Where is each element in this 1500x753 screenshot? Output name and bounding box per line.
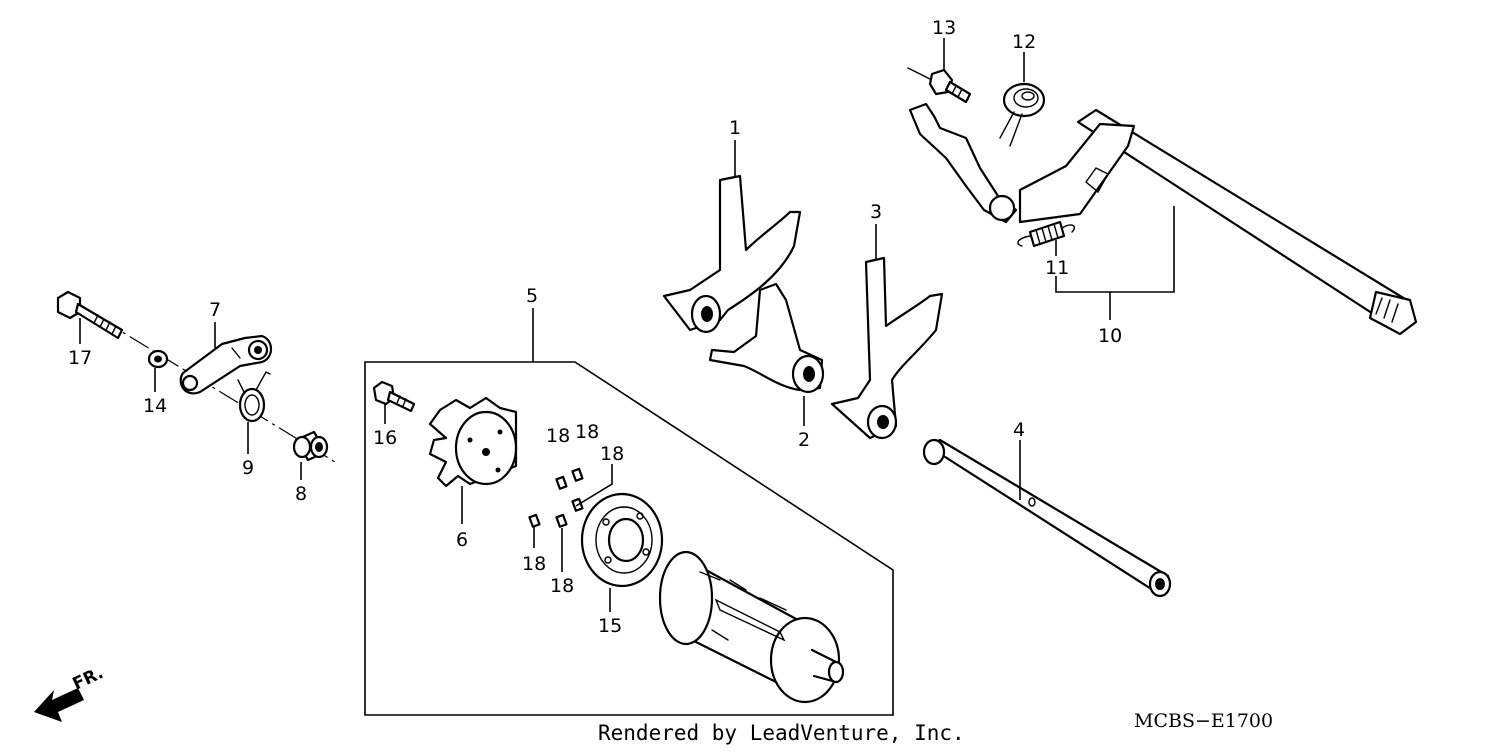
label-part-18c: 18 [600,443,624,465]
label-part-18a: 18 [546,425,570,447]
part-2-shift-fork[interactable] [708,282,825,394]
part-1-shift-fork[interactable] [662,174,802,334]
label-part-4: 4 [1013,419,1025,441]
label-part-18e: 18 [550,575,574,597]
leader-lines [79,38,1175,612]
label-part-17: 17 [68,347,92,369]
front-indicator-label: FR. [70,663,107,694]
part-7-stopper-arm[interactable] [179,334,273,395]
label-part-15: 15 [598,615,622,637]
label-part-3: 3 [870,201,882,223]
diagram-code: MCBS−E1700 [1134,710,1273,732]
label-part-14: 14 [143,395,167,417]
label-part-7: 7 [209,299,221,321]
part-10-gearshift-spindle[interactable] [908,102,1418,336]
part-16-bolt[interactable] [372,380,416,413]
label-part-10: 10 [1098,325,1122,347]
drum-assembly-box [364,361,894,716]
label-part-1: 1 [729,117,741,139]
part-12-return-spring[interactable] [999,82,1046,147]
part-13-stud-bolt[interactable] [907,67,972,104]
label-part-18d: 18 [522,553,546,575]
rendered-by-credit: Rendered by LeadVenture, Inc. [598,721,965,745]
label-part-2: 2 [798,429,810,451]
part-9-spring[interactable] [237,371,271,423]
label-part-9: 9 [242,457,254,479]
label-part-16: 16 [373,427,397,449]
part-6-drum-center-cam[interactable] [428,396,518,488]
part-15-bearing[interactable] [580,492,664,588]
part-3-shift-fork[interactable] [830,256,944,440]
part-4-fork-shaft[interactable] [922,438,1172,598]
label-part-12: 12 [1012,31,1036,53]
part-8-collar[interactable] [292,430,329,462]
label-part-8: 8 [295,483,307,505]
label-part-6: 6 [456,529,468,551]
label-part-13: 13 [932,17,956,39]
label-part-18b: 18 [575,421,599,443]
part-18-pins[interactable] [528,467,584,528]
front-arrow-icon: FR. [34,663,107,722]
shift-drum[interactable] [658,550,845,704]
part-14-washer[interactable] [147,349,169,369]
part-11-spring[interactable] [1017,220,1076,248]
label-part-5: 5 [526,285,538,307]
part-17-bolt[interactable] [56,290,124,340]
label-part-11: 11 [1045,257,1069,279]
